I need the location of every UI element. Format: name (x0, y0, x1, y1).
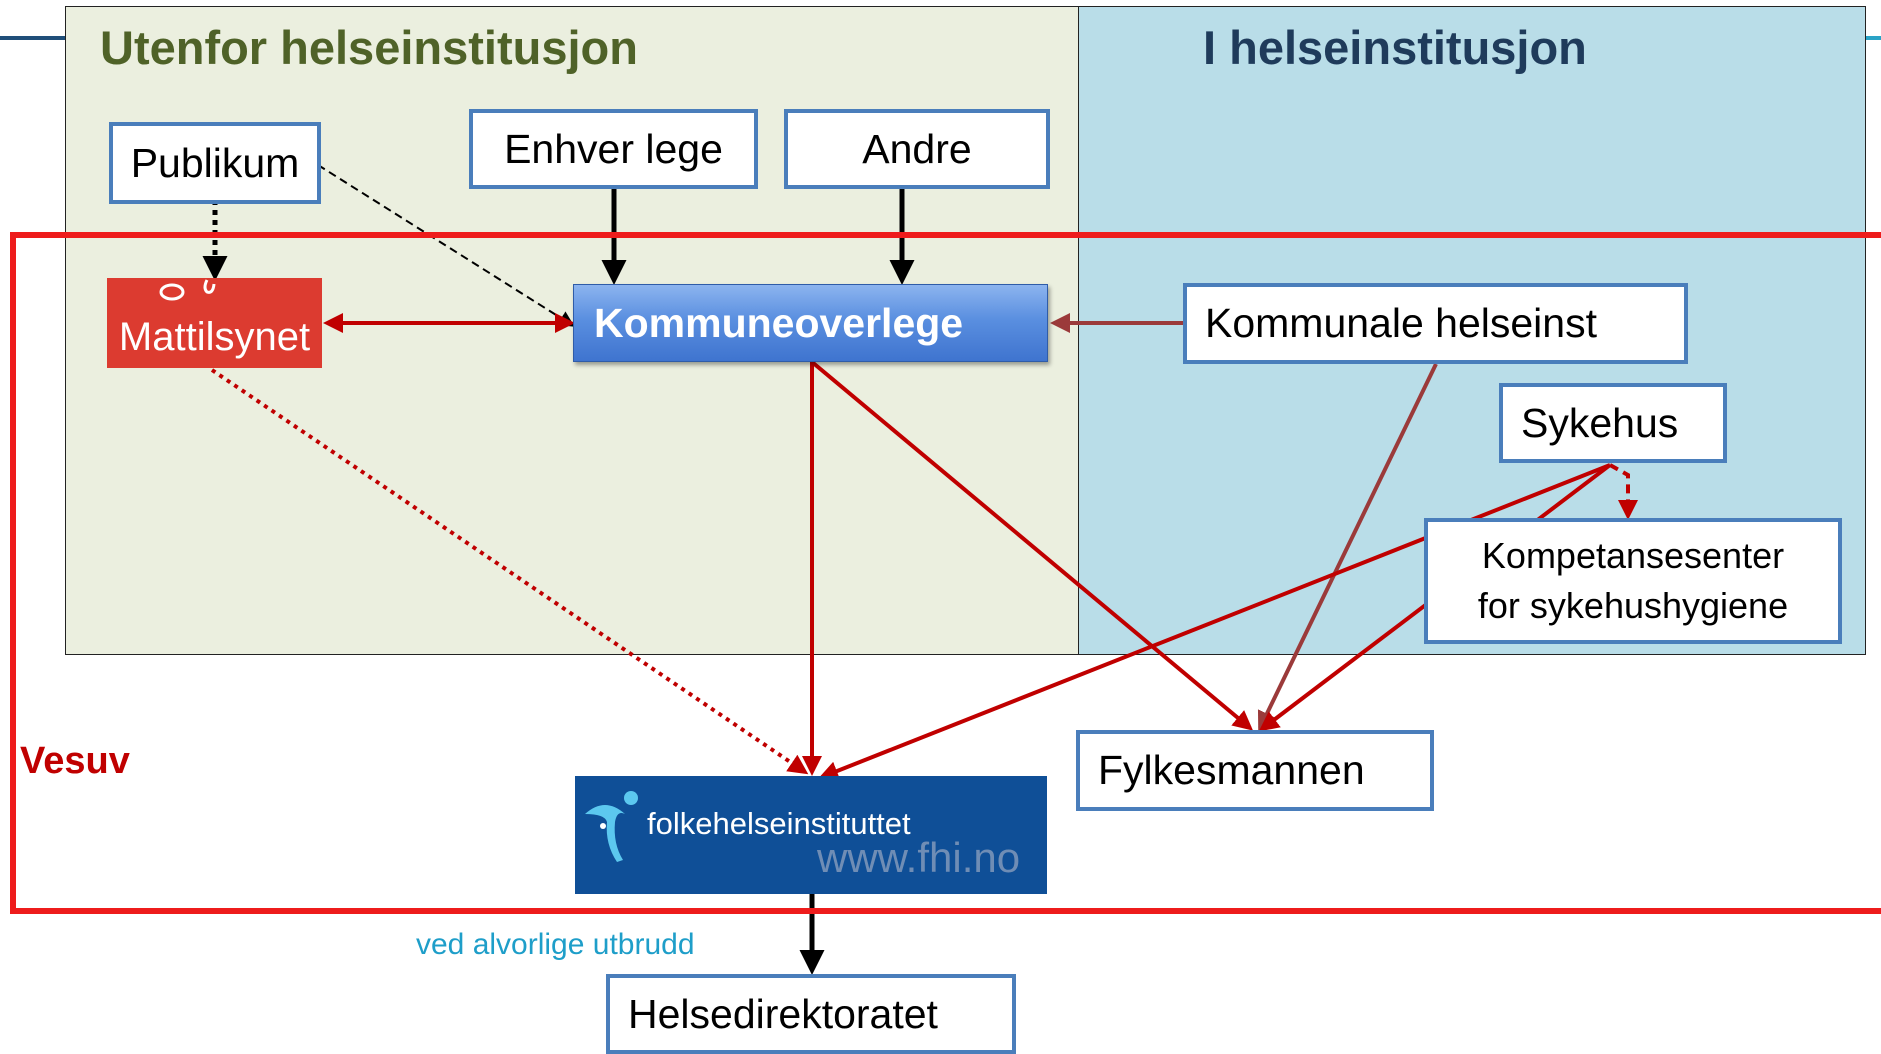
arrow-kommuneoverlege-to-fylkesmannen (810, 360, 1254, 731)
kompetansesenter-line-2: for sykehushygiene (1477, 585, 1789, 626)
arrow-mattilsynet-to-fhi (210, 368, 809, 775)
node-andre: Andre (784, 109, 1050, 189)
arrow-sykehus-to-kompetansesenter (1609, 463, 1638, 520)
mattilsynet-wordmark: Mattilsynet (118, 315, 311, 359)
node-kommuneoverlege: Kommuneoverlege (573, 284, 1048, 362)
fhi-name: folkehelseinstituttet (647, 806, 911, 841)
region-title-outside: Utenfor helseinstitusjon (100, 21, 638, 74)
arrow-sykehus-to-fhi (818, 463, 1611, 781)
node-fylkesmannen: Fylkesmannen (1076, 730, 1434, 811)
kompetansesenter-line-1: Kompetansesenter (1481, 535, 1785, 576)
node-kompetansesenter: Kompetansesenter for sykehushygiene (1424, 518, 1842, 644)
header-accent-line-right (1866, 36, 1881, 40)
mattilsynet-logo-icon (159, 279, 216, 301)
node-enhver-lege: Enhver lege (469, 109, 758, 189)
vesuv-frame (10, 232, 1881, 914)
node-helsedirektoratet: Helsedirektoratet (606, 974, 1016, 1054)
arrow-publikum-to-kommuneoverlege (317, 164, 575, 327)
header-accent-line-left (0, 36, 65, 40)
node-sykehus: Sykehus (1499, 383, 1727, 463)
node-folkehelseinstituttet: folkehelseinstituttet www.fhi.no (575, 776, 1047, 894)
fhi-logo-icon (585, 791, 638, 862)
node-mattilsynet: Mattilsynet (107, 278, 322, 368)
vesuv-label: Vesuv (20, 740, 130, 782)
fhi-web-address: www.fhi.no (817, 834, 1021, 881)
node-kommunale-helseinst: Kommunale helseinst (1183, 283, 1688, 364)
region-title-inside: I helseinstitusjon (1203, 21, 1587, 74)
severe-outbreaks-label: ved alvorlige utbrudd (416, 928, 695, 961)
arrow-kommunale-to-fylkesmannen (1257, 363, 1438, 732)
node-publikum: Publikum (109, 122, 321, 204)
